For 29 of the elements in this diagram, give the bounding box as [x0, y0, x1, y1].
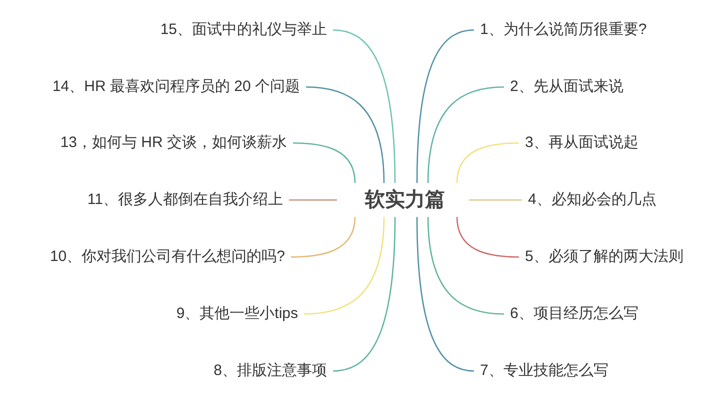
branch-line [289, 199, 337, 201]
branch-line [332, 29, 396, 184]
branch-line [456, 142, 520, 184]
branch-line [427, 86, 504, 184]
branch-topic: 6、项目经历怎么写 [510, 304, 638, 324]
branch-topic: 2、先从面试来说 [510, 77, 624, 97]
branch-line [416, 29, 474, 184]
branch-topic: 14、HR 最喜欢问程序员的 20 个问题 [52, 77, 300, 97]
branch-line [427, 216, 504, 315]
branch-line [456, 216, 520, 258]
branch-line [416, 216, 474, 372]
branch-topic: 1、为什么说简历很重要? [480, 20, 647, 40]
branch-line [469, 199, 522, 201]
branch-topic: 9、其他一些小tips [176, 304, 298, 324]
branch-line [304, 216, 385, 315]
branch-line [332, 216, 396, 372]
branch-topic: 7、专业技能怎么写 [480, 361, 608, 381]
branch-topic: 15、面试中的礼仪与举止 [160, 20, 327, 40]
branch-topic: 10、你对我们公司有什么想问的吗? [50, 247, 285, 267]
branch-topic: 13，如何与 HR 交谈，如何谈薪水 [60, 133, 287, 153]
branch-topic: 3、再从面试说起 [525, 133, 638, 153]
central-topic: 软实力篇 [361, 185, 449, 215]
branch-line [292, 142, 356, 184]
branch-topic: 8、排版注意事项 [214, 361, 327, 381]
branch-line [290, 216, 356, 258]
branch-topic: 4、必知必会的几点 [528, 190, 656, 210]
branch-line [306, 86, 385, 184]
branch-topic: 5、必须了解的两大法则 [525, 247, 684, 267]
branch-topic: 11、很多人都倒在自我介绍上 [87, 190, 283, 210]
